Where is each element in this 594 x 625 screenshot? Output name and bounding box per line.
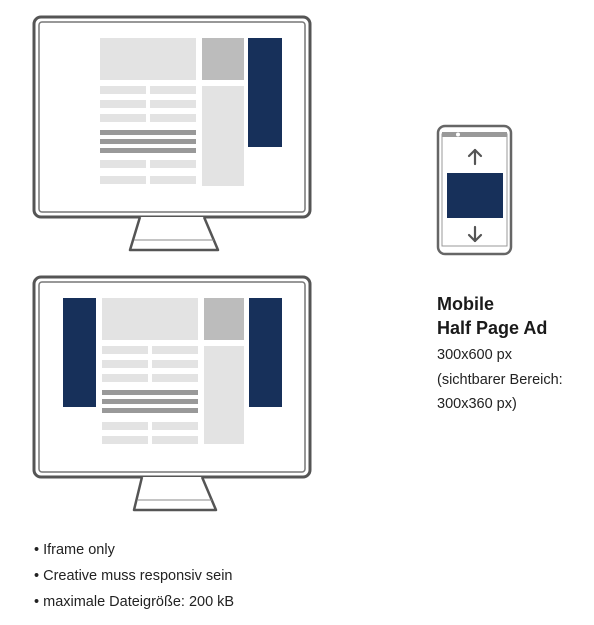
list-item: Iframe only	[34, 537, 234, 563]
page-content-wireframe	[102, 298, 244, 444]
desktop-monitor-top	[30, 14, 314, 256]
ad-format-title: Mobile Half Page Ad	[437, 292, 547, 340]
page-content-wireframe	[100, 38, 244, 186]
mobile-half-page-ad	[447, 173, 503, 218]
list-item: maximale Dateigröße: 200 kB	[34, 589, 234, 615]
half-page-ad-right	[249, 298, 282, 407]
arrow-down-icon	[467, 225, 483, 243]
ad-format-details: 300x600 px (sichtbarer Bereich: 300x360 …	[437, 343, 563, 417]
detail-size: 300x600 px	[437, 347, 512, 363]
list-item: Creative muss responsiv sein	[34, 563, 234, 589]
mobile-phone	[436, 124, 514, 263]
title-line-2: Half Page Ad	[437, 318, 548, 338]
half-page-ad-right	[248, 38, 282, 147]
half-page-ad-left	[63, 298, 96, 407]
detail-visible-area-label: (sichtbarer Bereich:	[437, 371, 563, 388]
arrow-up-icon	[467, 148, 483, 166]
title-line-1: Mobile	[437, 294, 494, 314]
detail-visible-area-size: 300x360 px)	[437, 396, 517, 412]
requirements-list: Iframe only Creative muss responsiv sein…	[34, 537, 234, 615]
desktop-monitor-bottom	[30, 272, 314, 516]
